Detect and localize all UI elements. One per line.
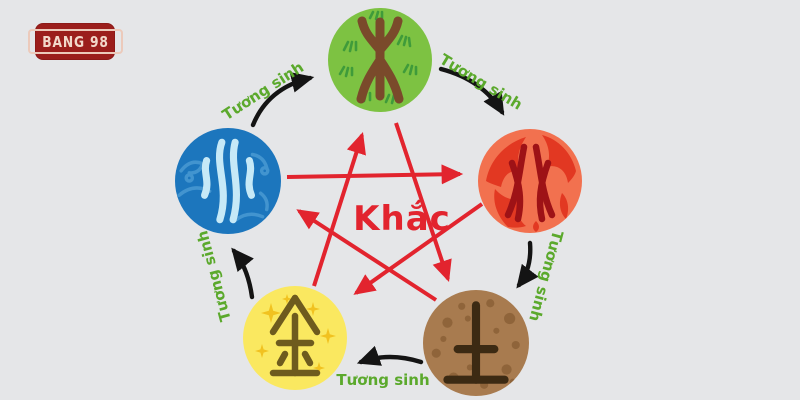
fire-character-icon <box>486 135 576 232</box>
sinh-arrow-fire-to-earth <box>516 240 539 289</box>
khac-arrow-water-to-fire <box>286 164 464 185</box>
metal-character-icon <box>255 294 336 377</box>
wood-character-icon <box>338 10 418 105</box>
sinh-arrow-earth-to-metal <box>356 345 424 366</box>
water-character-icon <box>177 138 270 224</box>
sinh-label-earth-to-metal: Tương sinh <box>336 371 430 389</box>
sinh-label-fire-to-earth: Tương sinh <box>525 228 567 324</box>
sinh-label-water-to-wood: Tương sinh <box>218 58 308 124</box>
earth-character-icon <box>431 299 520 389</box>
element-circle-earth <box>423 290 529 396</box>
sinh-label-wood-to-fire: Tương sinh <box>436 50 526 114</box>
flame-decoration <box>486 135 576 232</box>
element-circle-wood <box>328 8 432 112</box>
logo-frame: BANG 98 <box>27 29 123 54</box>
element-circle-metal <box>243 286 347 390</box>
khac-center-label: Khắc <box>353 199 451 239</box>
element-circle-water <box>175 128 281 234</box>
logo-text: BANG 98 <box>41 33 109 51</box>
sinh-label-metal-to-water: Tương sinh <box>193 228 235 324</box>
bang98-logo: BANG 98 <box>27 24 123 59</box>
element-circle-fire <box>478 129 582 233</box>
sparkle-decoration <box>255 294 336 374</box>
